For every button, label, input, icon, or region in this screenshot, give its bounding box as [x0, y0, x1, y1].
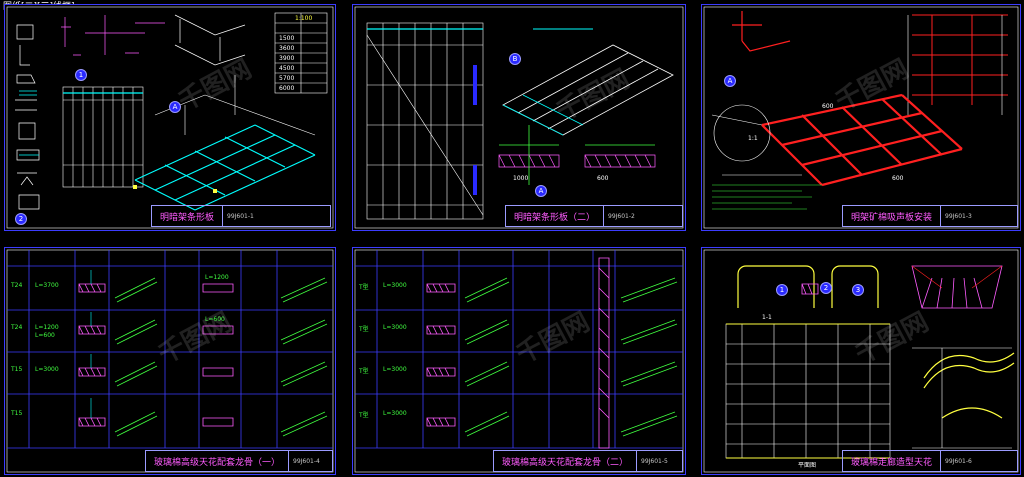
size-value: 6000 [279, 85, 295, 92]
length-label: L=3000 [383, 324, 407, 331]
row-type: T型 [359, 326, 369, 333]
row-type: T型 [359, 284, 369, 291]
dimension-label: 600 [597, 175, 609, 182]
sheet-6-code: 99J601-6 [940, 451, 976, 471]
length-label: L=3000 [383, 366, 407, 373]
dimension-label: 600 [892, 175, 904, 182]
row-type: T24 [11, 282, 23, 289]
length-label: L=600 [35, 332, 55, 339]
sheet-2-code: 99J601-2 [603, 206, 639, 226]
detail-marker-b: B [509, 53, 521, 65]
drawing-sheet-1[interactable]: 1:100 1500 3600 3900 4500 5700 6000 A 1 … [4, 4, 336, 231]
sheet-4-drawing [6, 249, 334, 473]
sheet-3-titleblock: 明架矿棉吸声板安装 99J601-3 [842, 205, 1018, 227]
sheet-1-titleblock: 明暗架条形板 99J601-1 [151, 205, 331, 227]
sheet-1-code: 99J601-1 [222, 206, 258, 226]
detail-marker-1: 1 [75, 69, 87, 81]
sheet-2-titleblock: 明暗架条形板（二） 99J601-2 [505, 205, 683, 227]
detail-marker-2: 2 [820, 282, 832, 294]
size-table-label: 1:100 [295, 15, 313, 22]
sheet-5-code: 99J601-5 [636, 451, 672, 471]
sheet-3-title: 明架矿棉吸声板安装 [851, 212, 933, 223]
sheet-6-titleblock: 玻璃棉走廊造型天花 99J601-6 [842, 450, 1018, 472]
detail-marker-3: 3 [852, 284, 864, 296]
drawing-sheet-3[interactable]: A 1:1 600 600 明架矿棉吸声板安装 99J601-3 千图网 [701, 4, 1021, 231]
size-value: 5700 [279, 75, 295, 82]
drawing-sheet-6[interactable]: 1 2 3 1-1 平面图 玻璃棉走廊造型天花 99J601-6 千图网 [701, 247, 1021, 475]
sheet-3-code: 99J601-3 [940, 206, 976, 226]
length-label: L=3000 [35, 366, 59, 373]
length-label: L=3700 [35, 282, 59, 289]
sheet-6-drawing [703, 249, 1019, 473]
sheet-6-title: 玻璃棉走廊造型天花 [851, 457, 933, 468]
dimension-label: 1000 [513, 175, 529, 182]
length-label: L=3000 [383, 282, 407, 289]
row-type: T15 [11, 410, 23, 417]
section-label: 1-1 [762, 314, 772, 321]
length-label: L=1200 [35, 324, 59, 331]
size-value: 3600 [279, 45, 295, 52]
sheet-5-title: 玻璃棉高级天花配套龙骨（二） [502, 457, 629, 468]
length-label: L=1200 [205, 274, 229, 281]
scale-label: 1:1 [748, 135, 758, 142]
detail-marker-a: A [169, 101, 181, 113]
drawing-sheet-2[interactable]: B A 1000 600 明暗架条形板（二） 99J601-2 千图网 [352, 4, 686, 231]
size-value: 4500 [279, 65, 295, 72]
detail-marker-1: 1 [776, 284, 788, 296]
drawing-sheet-4[interactable]: T24 T24 T15 T15 L=3700 L=1200 L=600 L=30… [4, 247, 336, 475]
sheet-5-drawing [354, 249, 684, 473]
row-type: T型 [359, 412, 369, 419]
sheet-1-title: 明暗架条形板 [160, 212, 215, 223]
sheet-4-title: 玻璃棉高级天花配套龙骨（一） [154, 457, 281, 468]
sheet-4-titleblock: 玻璃棉高级天花配套龙骨（一） 99J601-4 [145, 450, 333, 472]
sheet-2-drawing [354, 6, 684, 229]
length-label: L=3000 [383, 410, 407, 417]
sheet-2-title: 明暗架条形板（二） [514, 212, 596, 223]
row-type: T24 [11, 324, 23, 331]
row-type: T15 [11, 366, 23, 373]
row-type: T型 [359, 368, 369, 375]
size-value: 1500 [279, 35, 295, 42]
length-label: L=600 [205, 316, 225, 323]
detail-marker-a: A [724, 75, 736, 87]
sheet-5-titleblock: 玻璃棉高级天花配套龙骨（二） 99J601-5 [493, 450, 683, 472]
size-value: 3900 [279, 55, 295, 62]
plan-label: 平面图 [798, 462, 817, 469]
sheet-3-drawing [703, 6, 1019, 229]
drawing-sheet-5[interactable]: T型 T型 T型 T型 L=3000 L=3000 L=3000 L=3000 … [352, 247, 686, 475]
detail-marker-2: 2 [15, 213, 27, 225]
detail-marker-a: A [535, 185, 547, 197]
sheet-4-code: 99J601-4 [288, 451, 324, 471]
dimension-label: 600 [822, 103, 834, 110]
